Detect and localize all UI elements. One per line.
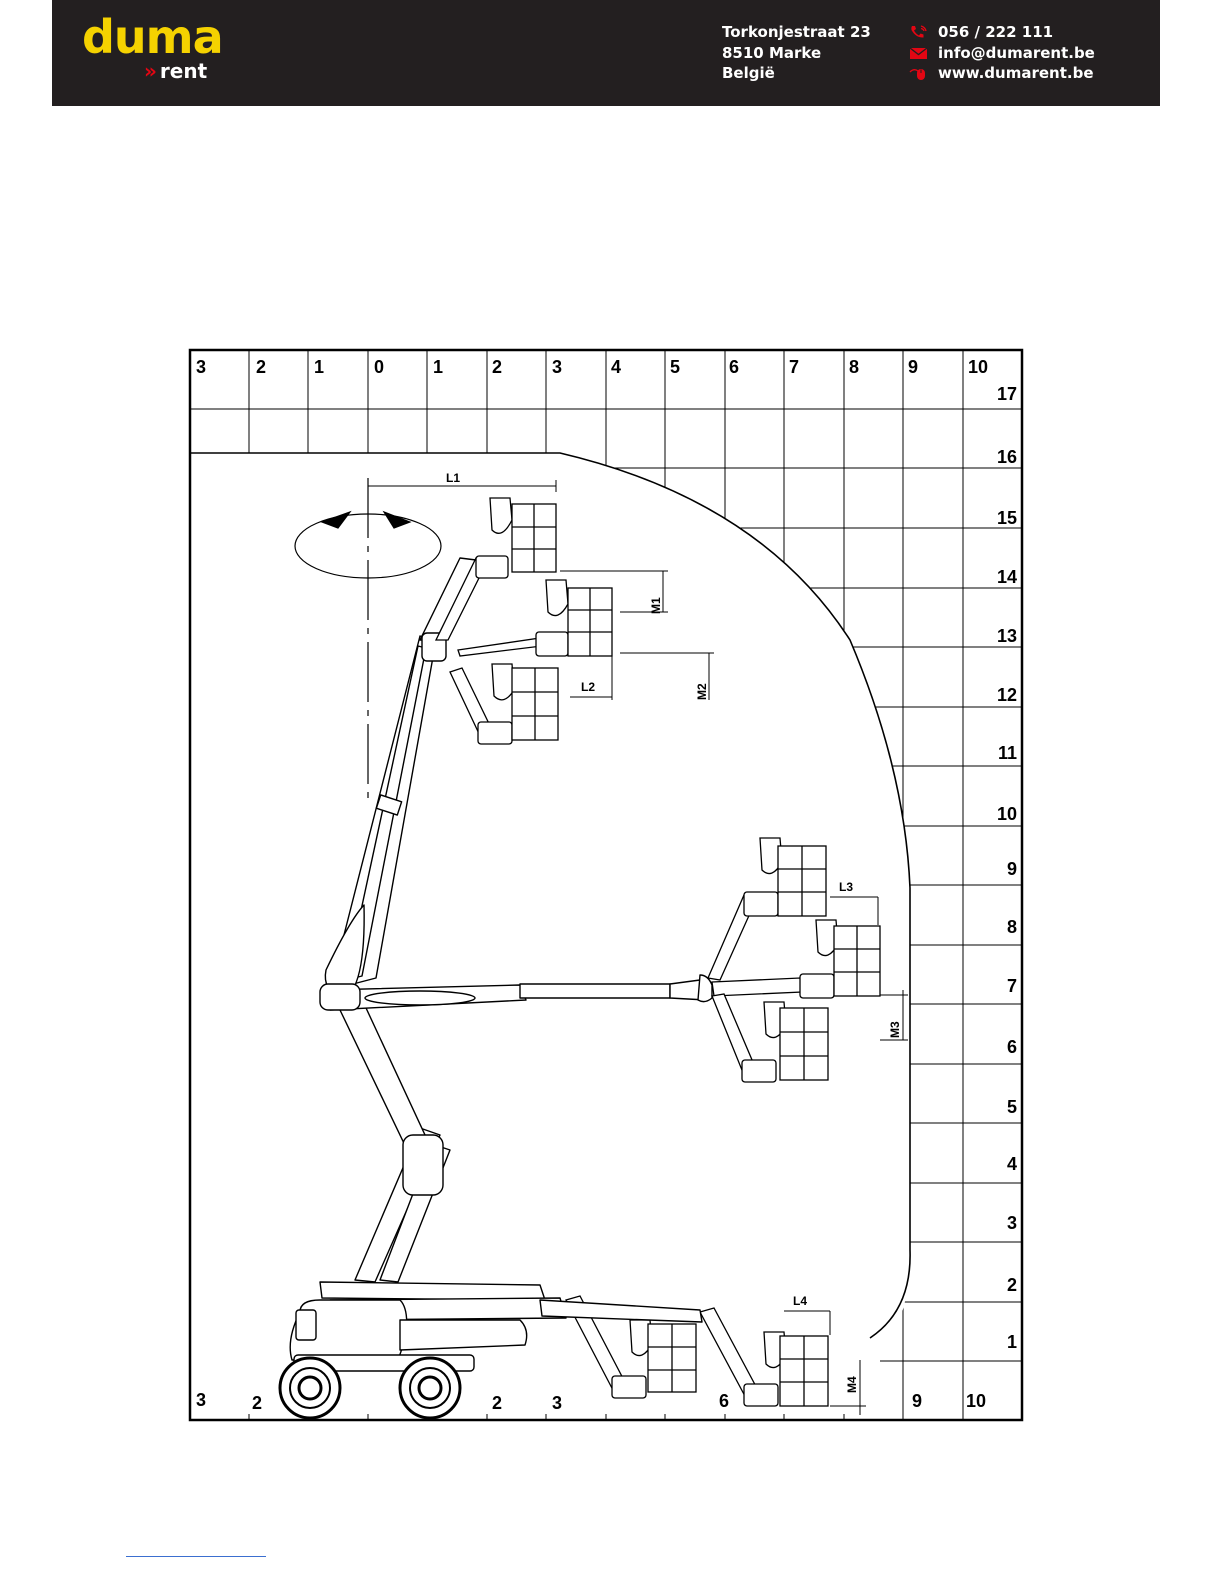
diagram-frame bbox=[190, 350, 1022, 1420]
top-label: 9 bbox=[908, 357, 918, 377]
dimension-label: L2 bbox=[581, 680, 595, 694]
height-label: 10 bbox=[997, 804, 1017, 824]
dimension-label: M3 bbox=[888, 1021, 902, 1038]
top-label: 3 bbox=[552, 357, 562, 377]
top-label: 2 bbox=[256, 357, 266, 377]
height-label: 8 bbox=[1007, 917, 1017, 937]
machine-platforms bbox=[436, 498, 880, 1406]
bottom-label: 9 bbox=[912, 1391, 922, 1411]
dimension-label: M2 bbox=[695, 683, 709, 700]
dimension-label: L1 bbox=[446, 471, 460, 485]
height-label: 5 bbox=[1007, 1097, 1017, 1117]
height-label: 14 bbox=[997, 567, 1017, 587]
grid-lines bbox=[190, 350, 1022, 1420]
top-label: 6 bbox=[729, 357, 739, 377]
height-label: 2 bbox=[1007, 1275, 1017, 1295]
top-label: 8 bbox=[849, 357, 859, 377]
height-label: 1 bbox=[1007, 1332, 1017, 1352]
top-label: 1 bbox=[433, 357, 443, 377]
machine-boom bbox=[320, 558, 712, 1282]
height-label: 12 bbox=[997, 685, 1017, 705]
height-label: 15 bbox=[997, 508, 1017, 528]
wheel-icon bbox=[280, 1358, 340, 1418]
bottom-label: 3 bbox=[196, 1390, 206, 1410]
top-label: 2 bbox=[492, 357, 502, 377]
height-label: 9 bbox=[1007, 859, 1017, 879]
height-label: 7 bbox=[1007, 976, 1017, 996]
height-label: 6 bbox=[1007, 1037, 1017, 1057]
height-label: 11 bbox=[998, 743, 1017, 763]
wheel-icon bbox=[400, 1358, 460, 1418]
top-axis-labels: 3 2 1 0 1 2 3 4 5 6 7 8 9 10 bbox=[196, 357, 988, 377]
dimension-label: M4 bbox=[845, 1376, 859, 1393]
top-label: 1 bbox=[314, 357, 324, 377]
bottom-label: 3 bbox=[552, 1393, 562, 1413]
bottom-label: 10 bbox=[966, 1391, 986, 1411]
bottom-label: 6 bbox=[719, 1391, 729, 1411]
height-label: 4 bbox=[1007, 1154, 1017, 1174]
height-label: 3 bbox=[1007, 1213, 1017, 1233]
height-label: 17 bbox=[997, 384, 1017, 404]
dimension-l1: L1 bbox=[368, 471, 556, 492]
top-label: 5 bbox=[670, 357, 680, 377]
footer-link-underline[interactable] bbox=[126, 1556, 266, 1557]
dimension-label: L4 bbox=[793, 1294, 807, 1308]
bottom-label: 2 bbox=[252, 1393, 262, 1413]
top-label: 7 bbox=[789, 357, 799, 377]
top-label: 4 bbox=[611, 357, 621, 377]
height-label: 13 bbox=[997, 626, 1017, 646]
top-label: 10 bbox=[968, 357, 988, 377]
dimension-label: L3 bbox=[839, 880, 853, 894]
height-label: 16 bbox=[997, 447, 1017, 467]
dimension-label: M1 bbox=[649, 597, 663, 614]
top-label: 0 bbox=[374, 357, 384, 377]
height-axis-labels: 17 16 15 14 13 12 11 10 9 8 7 6 5 4 3 2 … bbox=[997, 384, 1017, 1352]
bottom-label: 2 bbox=[492, 1393, 502, 1413]
top-label: 3 bbox=[196, 357, 206, 377]
